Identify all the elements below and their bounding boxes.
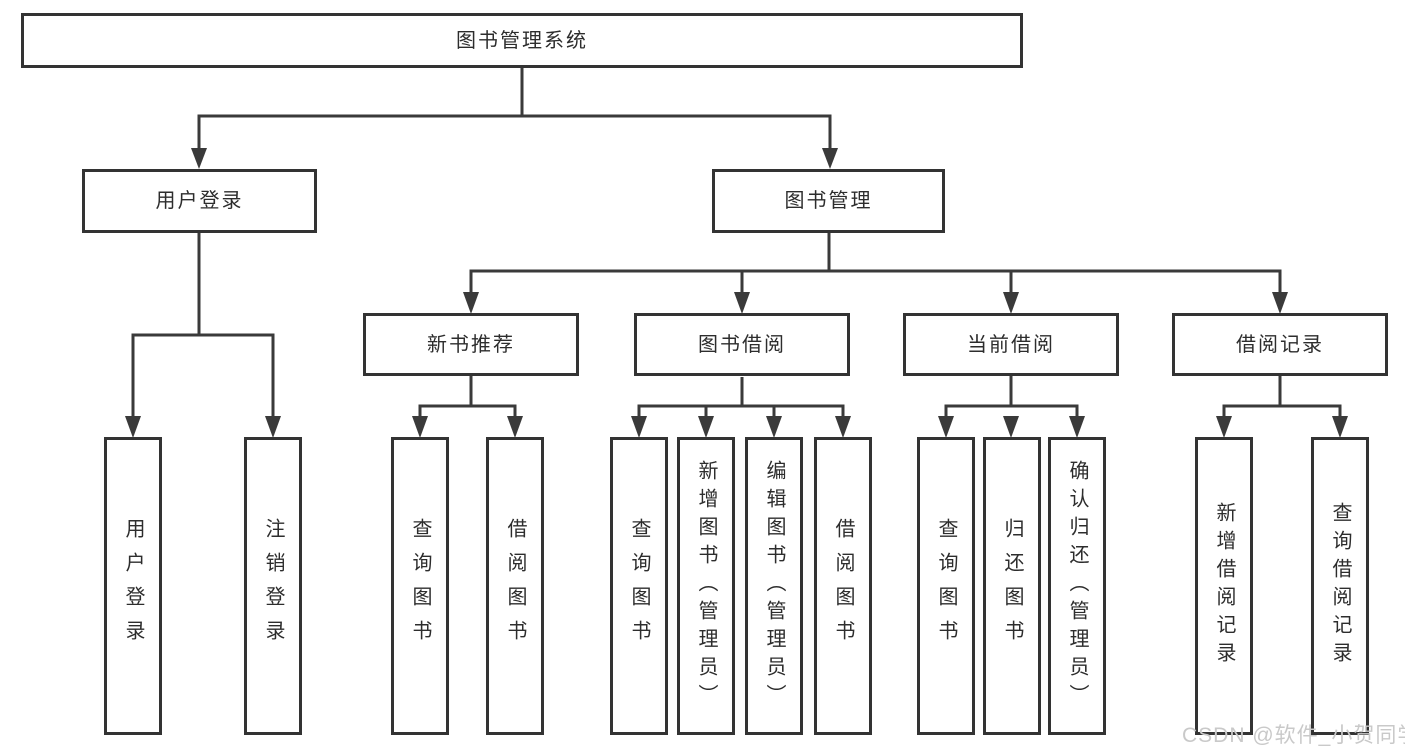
node-book-management: 图书管理 [712,169,945,233]
connector-book-management-to-level3 [469,233,1282,296]
leaf-user-login: 用户登录 [104,437,162,735]
connector-root-to-level2 [197,68,832,152]
leaf-return-books: 归还图书 [983,437,1041,735]
connector-user-login-children [131,233,275,420]
leaf-query-borrow-record: 查询借阅记录 [1311,437,1369,735]
node-user-login: 用户登录 [82,169,317,233]
node-borrowing-records: 借阅记录 [1172,313,1388,376]
node-library-management-system: 图书管理系统 [21,13,1023,68]
leaf-borrow-books-recommend: 借阅图书 [486,437,544,735]
node-book-borrowing: 图书借阅 [634,313,850,376]
node-current-borrowing: 当前借阅 [903,313,1119,376]
leaf-edit-books-admin: 编辑图书（管理员） [745,437,803,735]
leaf-borrow-books-borrow: 借阅图书 [814,437,872,735]
leaf-query-books-recommend: 查询图书 [391,437,449,735]
watermark: CSDN @软件_小贺同学 [1182,724,1405,747]
connector-recommend-children [418,376,517,419]
arrowheads [125,148,1348,438]
leaf-query-books-current: 查询图书 [917,437,975,735]
connector-current-children [944,376,1079,419]
connector-borrow-children [637,377,845,419]
leaf-add-borrow-record: 新增借阅记录 [1195,437,1253,735]
node-new-book-recommendation: 新书推荐 [363,313,579,376]
connector-records-children [1222,376,1342,419]
leaf-add-books-admin: 新增图书（管理员） [677,437,735,735]
leaf-query-books-borrow: 查询图书 [610,437,668,735]
leaf-logout: 注销登录 [244,437,302,735]
leaf-confirm-return-admin: 确认归还（管理员） [1048,437,1106,735]
